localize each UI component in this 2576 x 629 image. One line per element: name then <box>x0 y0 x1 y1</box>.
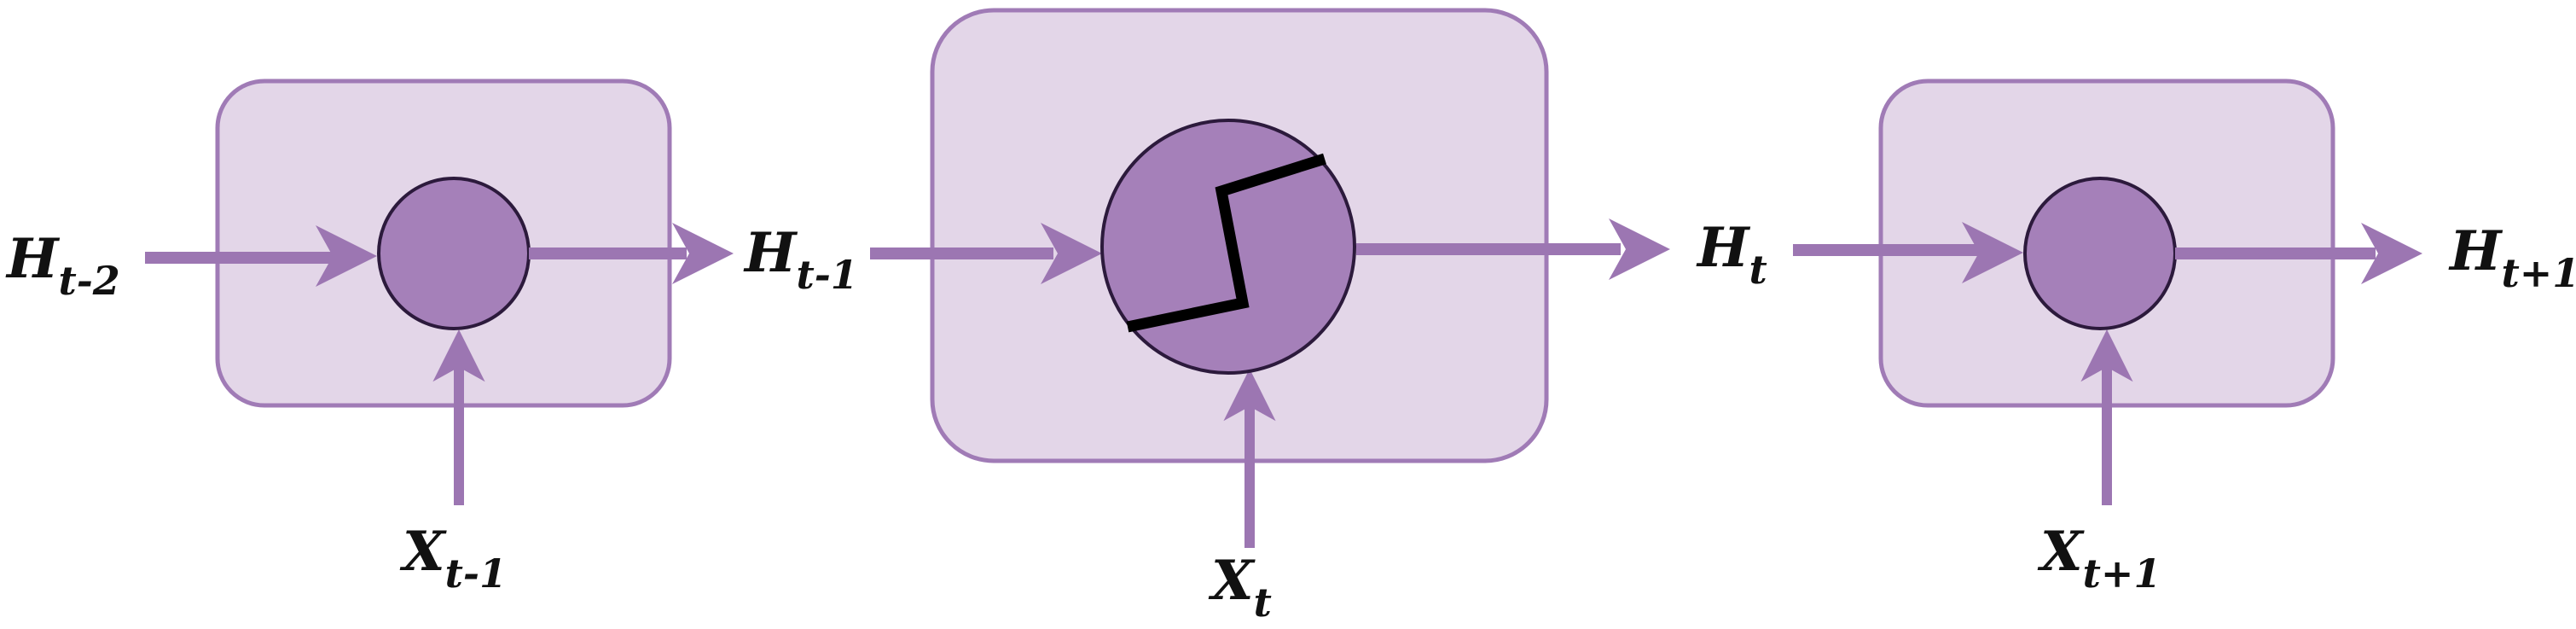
label-x-t-plus-1: Xt+1 <box>2037 520 2161 597</box>
step-activation-icon <box>1126 153 1326 333</box>
label-sub: t-1 <box>796 252 857 298</box>
label-h-t-minus-2: Ht-2 <box>5 227 120 304</box>
label-main: H <box>1696 216 1751 280</box>
label-main: X <box>2037 520 2085 584</box>
label-h-t-plus-1: Ht+1 <box>2448 219 2576 296</box>
label-main: H <box>5 227 61 291</box>
hidden-node-t-plus-1 <box>2023 177 2177 330</box>
label-sub: t-2 <box>58 258 119 304</box>
label-h-t-minus-1: Ht-1 <box>743 221 858 298</box>
label-h-t: Ht <box>1696 216 1767 293</box>
label-sub: t <box>1254 579 1272 626</box>
label-x-t-minus-1: Xt-1 <box>399 520 507 597</box>
label-main: X <box>399 520 447 584</box>
hidden-node-t-minus-1 <box>377 177 531 330</box>
label-sub: t+1 <box>2083 550 2161 597</box>
rnn-cell-t-minus-1 <box>145 79 734 505</box>
label-main: X <box>1208 549 1256 613</box>
label-sub: t <box>1749 247 1767 293</box>
label-sub: t-1 <box>445 550 507 597</box>
label-x-t: Xt <box>1208 549 1272 626</box>
label-main: H <box>743 221 798 285</box>
rnn-cell-t-plus-1 <box>1793 79 2422 505</box>
label-main: H <box>2448 219 2503 283</box>
label-sub: t+1 <box>2501 250 2576 296</box>
rnn-cell-t <box>870 8 1670 548</box>
